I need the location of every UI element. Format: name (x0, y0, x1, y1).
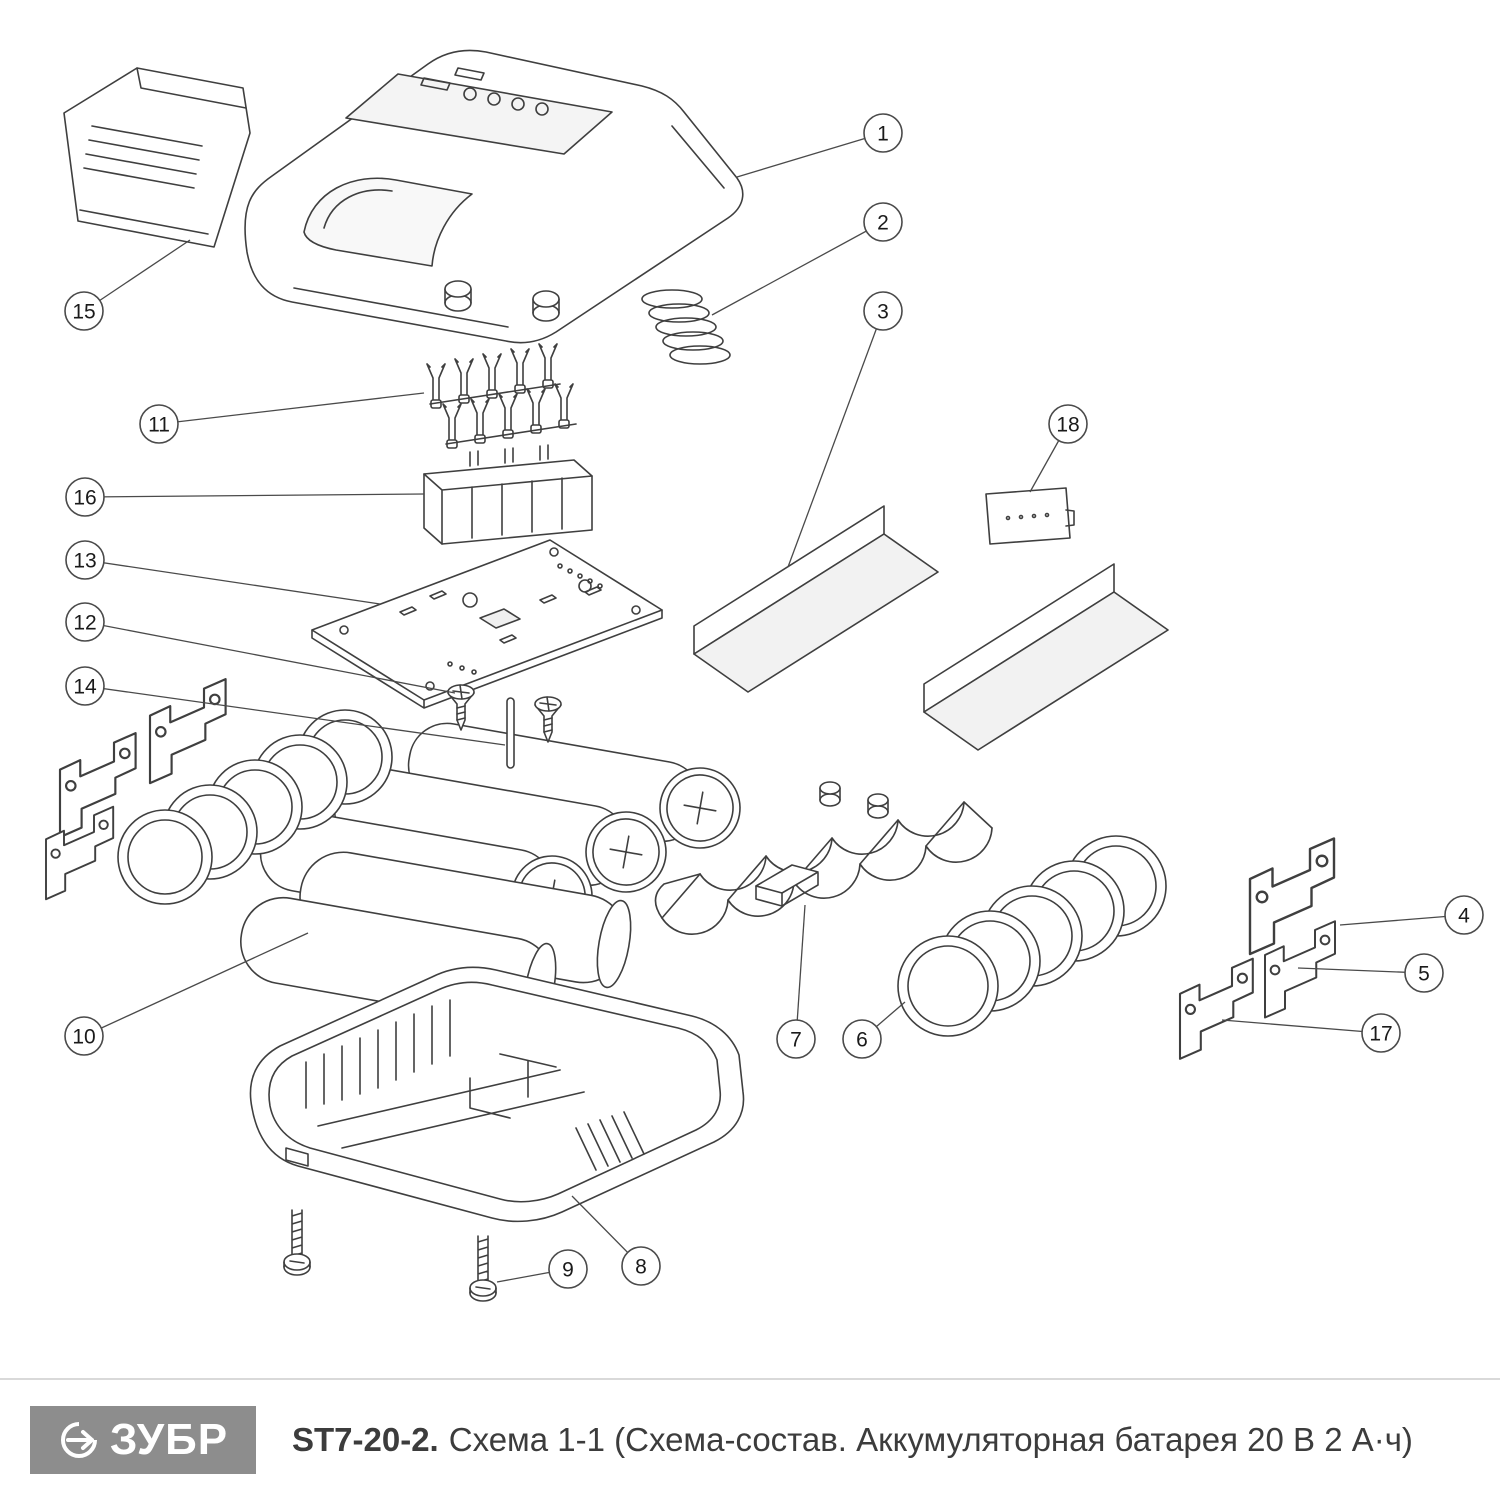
callout-17 (1361, 1013, 1401, 1053)
callout-14-number: 14 (73, 676, 97, 699)
callout-1-leader (736, 132, 884, 178)
callout-7-number: 7 (790, 1029, 802, 1052)
zubr-arrow-icon (60, 1422, 97, 1458)
callout-1-number: 1 (877, 123, 889, 146)
callout-15-number: 15 (72, 301, 95, 324)
callout-6-number: 6 (856, 1029, 868, 1052)
callout-16 (65, 477, 105, 517)
part-8-bottom-housing (249, 966, 745, 1223)
callout-10 (64, 1016, 104, 1056)
callout-8-number: 8 (635, 1256, 647, 1279)
callout-1 (863, 113, 903, 153)
callout-12-number: 12 (73, 612, 96, 635)
part-14-pin (506, 697, 515, 769)
callout-12-leader (84, 621, 456, 694)
contact-strips-right (1178, 837, 1336, 1060)
callout-16-number: 16 (73, 487, 96, 510)
callout-9-number: 9 (562, 1259, 574, 1282)
part-6-cell-holder-rings (897, 835, 1167, 1037)
callout-10-number: 10 (72, 1026, 95, 1049)
footer-bar: ЗУБР ST7-20-2.Схема 1-1 (Схема-состав. А… (0, 1378, 1500, 1500)
callout-5-number: 5 (1418, 963, 1430, 986)
callout-17-number: 17 (1369, 1023, 1392, 1046)
callout-15-leader (83, 239, 191, 312)
callout-14-leader (84, 685, 506, 746)
part-13-circuit-board (311, 539, 663, 709)
callout-6 (842, 1019, 882, 1059)
callout-11-number: 11 (148, 414, 170, 437)
callout-3 (863, 291, 903, 331)
callout-4-leader (1339, 914, 1465, 926)
callout-13-number: 13 (73, 550, 96, 573)
callout-2-number: 2 (877, 212, 889, 235)
callout-2 (863, 202, 903, 242)
part-1-top-housing (244, 49, 744, 344)
callout-4-number: 4 (1458, 905, 1470, 928)
part-11-terminal-contacts (426, 343, 577, 449)
zubr-logo: ЗУБР (30, 1406, 256, 1474)
callout-11-leader (158, 392, 425, 425)
callout-11 (139, 404, 179, 444)
callout-3-number: 3 (877, 301, 889, 324)
part-7-cell-holder-frame (654, 781, 993, 935)
part-3-angle-plate-right (923, 563, 1169, 751)
callout-5-leader (1297, 967, 1425, 974)
model-code: ST7-20-2. (292, 1421, 439, 1458)
callout-9 (548, 1249, 588, 1289)
scheme-title: Схема 1-1 (Схема-состав. Аккумуляторная … (448, 1421, 1413, 1458)
callout-7-leader (795, 904, 806, 1040)
callout-4 (1444, 895, 1484, 935)
callout-2-leader (711, 221, 884, 316)
callout-16-leader (84, 493, 425, 498)
callout-17-leader (1221, 1019, 1382, 1034)
callout-8 (621, 1246, 661, 1286)
callout-13 (65, 540, 105, 580)
part-9-screws (283, 1209, 497, 1302)
part-15-latch-cover (63, 67, 251, 248)
callout-10-leader (83, 932, 309, 1037)
callout-18 (1048, 404, 1088, 444)
callout-13-leader (84, 559, 381, 605)
part-2-spring (641, 289, 731, 365)
callout-3-leader (787, 310, 884, 568)
callout-14 (65, 666, 105, 706)
callout-7 (776, 1019, 816, 1059)
brand-name: ЗУБР (109, 1415, 229, 1464)
drawing-caption: ST7-20-2.Схема 1-1 (Схема-состав. Аккуму… (292, 1421, 1413, 1459)
callout-15 (64, 291, 104, 331)
part-3-angle-plate-left (693, 505, 939, 693)
callout-12 (65, 602, 105, 642)
callout-18-number: 18 (1056, 414, 1079, 437)
part-16-terminal-block (423, 444, 593, 545)
part-18-label-plate (985, 487, 1075, 545)
callout-5 (1404, 953, 1444, 993)
